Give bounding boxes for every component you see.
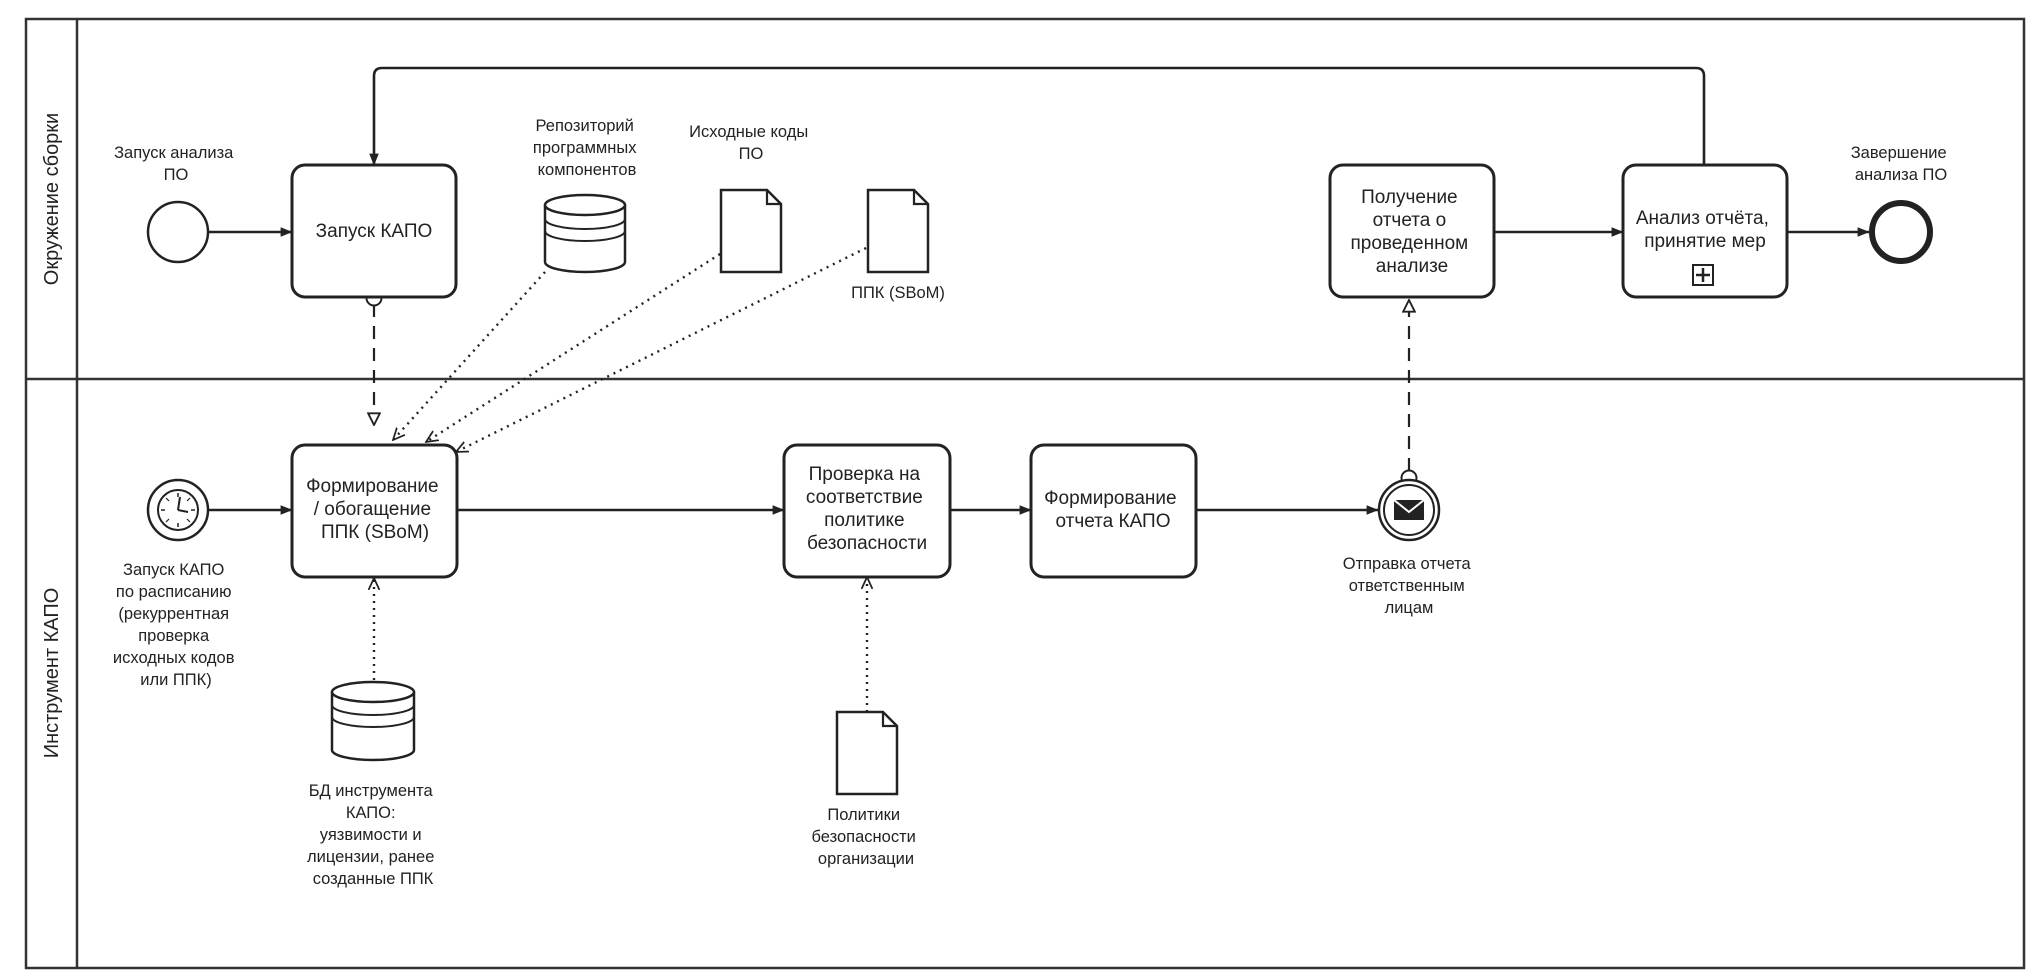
document-icon bbox=[866, 188, 930, 274]
subprocess-analyze-report-label: Анализ отчёта, принятие мер bbox=[1636, 208, 1774, 252]
task-receive-report[interactable]: Получение отчета о проведенном анализе bbox=[1328, 163, 1496, 299]
database-icon bbox=[543, 193, 627, 274]
start-event-label: Запуск анализа ПО bbox=[114, 144, 238, 184]
subprocess-analyze-report[interactable]: Анализ отчёта, принятие мер bbox=[1621, 163, 1789, 299]
start-event[interactable] bbox=[146, 200, 210, 264]
document-icon bbox=[835, 710, 899, 796]
source-code-label: Исходные коды ПО bbox=[689, 123, 813, 163]
sequence-flows bbox=[209, 66, 1870, 515]
task-launch-kapo[interactable]: Запуск КАПО bbox=[290, 163, 458, 299]
timer-start-label: Запуск КАПО по расписанию (рекуррентная … bbox=[113, 561, 239, 689]
document-icon bbox=[719, 188, 783, 274]
flow-loop-back bbox=[369, 66, 1706, 166]
clock-icon bbox=[157, 489, 199, 531]
task-form-sbom-label: Формирование / обогащение ППК (SBoM) bbox=[306, 476, 444, 543]
assoc-repo-to-sbom bbox=[393, 271, 546, 440]
lane-label-build-env: Окружение сборки bbox=[41, 113, 63, 285]
task-launch-kapo-label: Запуск КАПО bbox=[316, 221, 433, 242]
database-icon bbox=[330, 680, 416, 762]
data-associations bbox=[374, 246, 867, 712]
send-message-label: Отправка отчета ответственным лицам bbox=[1343, 555, 1476, 617]
envelope-icon bbox=[1393, 499, 1425, 520]
task-form-report[interactable]: Формирование отчета КАПО bbox=[1029, 443, 1198, 579]
task-receive-report-label: Получение отчета о проведенном анализе bbox=[1350, 187, 1473, 277]
assoc-source-to-sbom bbox=[426, 252, 721, 442]
assoc-sbomdoc-to-sbom bbox=[456, 246, 867, 454]
end-event-label: Завершение анализа ПО bbox=[1851, 144, 1952, 184]
task-form-sbom[interactable]: Формирование / обогащение ППК (SBoM) bbox=[290, 443, 459, 579]
sbom-doc-label: ППК (SBoM) bbox=[851, 284, 945, 302]
kapo-db-label: БД инструмента КАПО: уязвимости и лиценз… bbox=[307, 782, 439, 888]
repo-label: Репозиторий программных компонентов bbox=[533, 117, 641, 179]
policies-label: Политики безопасности организации bbox=[812, 806, 921, 868]
timer-start-event[interactable] bbox=[146, 478, 210, 542]
pool bbox=[24, 17, 2026, 970]
plus-square-icon[interactable] bbox=[1692, 264, 1714, 286]
send-message-event[interactable] bbox=[1377, 478, 1441, 542]
end-event[interactable] bbox=[1869, 200, 1933, 264]
task-check-policy-label: Проверка на соответствие политике безопа… bbox=[806, 464, 928, 554]
task-check-policy[interactable]: Проверка на соответствие политике безопа… bbox=[782, 443, 952, 579]
lane-label-kapo-tool: Инструмент КАПО bbox=[41, 588, 63, 759]
task-form-report-label: Формирование отчета КАПО bbox=[1044, 488, 1182, 532]
